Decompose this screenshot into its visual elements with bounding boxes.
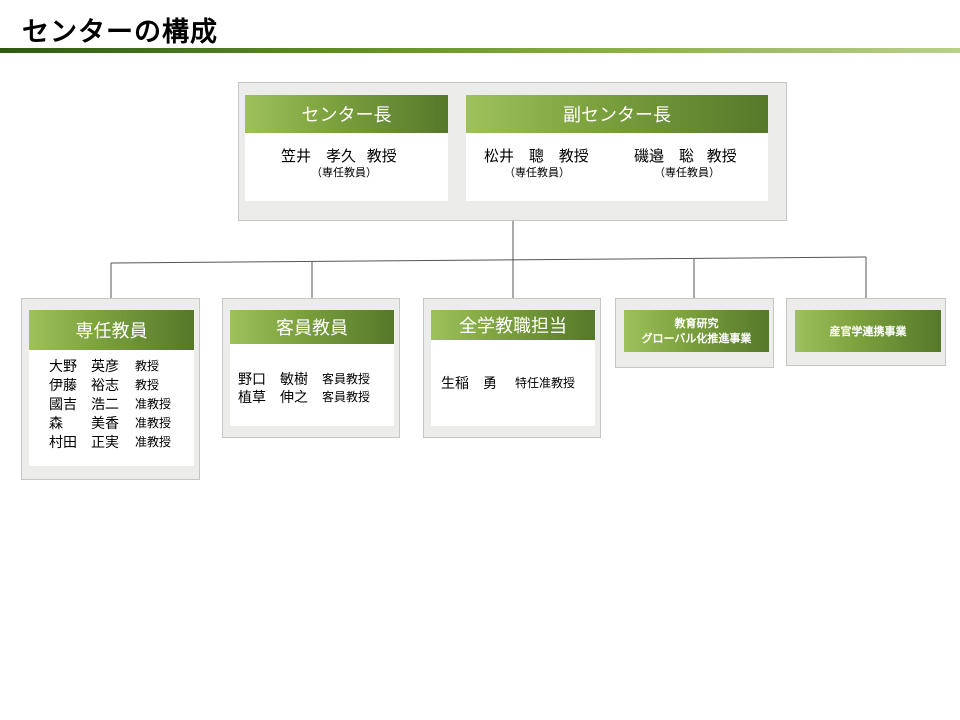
dept-fulltime-members: 大野 英彦教授 伊藤 裕志教授 國吉 浩二准教授 森 美香准教授 村田 正実准教… bbox=[29, 350, 194, 466]
dept-industry-collaboration-header: 産官学連携事業 bbox=[795, 310, 941, 352]
dept-teacher-education-header-label: 全学教職担当 bbox=[459, 316, 567, 337]
dept-teacher-education-members: 生稲 勇 特任准教授 bbox=[431, 340, 595, 426]
member-name: 伊藤 裕志 bbox=[49, 378, 119, 394]
dept-global-education-box: 教育研究 グローバル化推進事業 bbox=[615, 298, 774, 368]
dept-teacher-education-header: 全学教職担当 bbox=[431, 310, 595, 340]
dept-industry-collaboration-box: 産官学連携事業 bbox=[786, 298, 946, 366]
dept-visiting-box: 客員教員 野口 敏樹客員教授 植草 伸之客員教授 bbox=[222, 298, 400, 438]
vice-director-1-sub: （専任教員） bbox=[504, 166, 570, 179]
title-underline bbox=[0, 48, 960, 53]
dept-fulltime-header-label: 専任教員 bbox=[75, 321, 148, 342]
member-row: 大野 英彦 教授 bbox=[49, 356, 159, 376]
member-row: 生稲 勇 特任准教授 bbox=[441, 373, 575, 393]
director-header: センター長 bbox=[245, 95, 448, 133]
member-name: 大野 英彦 bbox=[49, 359, 119, 375]
member-row: 伊藤 裕志 教授 bbox=[49, 375, 159, 395]
member-title: 客員教授 bbox=[322, 390, 371, 404]
director-role: 教授 bbox=[366, 147, 397, 165]
vice-director-2-name: 磯邉 聡 bbox=[634, 147, 695, 165]
vice-director-2-role: 教授 bbox=[706, 147, 737, 165]
vice-director-1-name-line: 松井 聰 教授 bbox=[484, 145, 589, 166]
dept-fulltime-header: 専任教員 bbox=[29, 310, 194, 350]
member-name: 生稲 勇 bbox=[441, 376, 497, 392]
member-name: 森 美香 bbox=[49, 416, 119, 432]
director-name-line: 笠井 孝久 教授 bbox=[281, 145, 397, 166]
vice-director-2-name-line: 磯邉 聡 教授 bbox=[634, 145, 737, 166]
member-row: 村田 正実 准教授 bbox=[49, 432, 171, 452]
vice-director-1-name: 松井 聰 bbox=[484, 147, 545, 165]
member-title: 客員教授 bbox=[322, 372, 371, 386]
dept-visiting-members: 野口 敏樹客員教授 植草 伸之客員教授 bbox=[230, 344, 394, 426]
vice-director-header-label: 副センター長 bbox=[563, 105, 671, 126]
member-name: 國吉 浩二 bbox=[49, 397, 119, 413]
member-name: 村田 正実 bbox=[49, 435, 119, 451]
member-title: 准教授 bbox=[135, 416, 172, 430]
page-title: センターの構成 bbox=[22, 17, 218, 48]
director-name: 笠井 孝久 bbox=[281, 147, 357, 165]
dept-industry-collaboration-header-label: 産官学連携事業 bbox=[829, 325, 907, 338]
dept-teacher-education-box: 全学教職担当 生稲 勇 特任准教授 bbox=[423, 298, 601, 438]
member-title: 准教授 bbox=[135, 435, 172, 449]
dept-global-education-header-line-2: グローバル化推進事業 bbox=[641, 332, 752, 345]
director-sub: （専任教員） bbox=[311, 166, 377, 179]
member-title: 特任准教授 bbox=[515, 376, 576, 390]
member-title: 教授 bbox=[135, 359, 160, 373]
dept-visiting-header-label: 客員教員 bbox=[276, 318, 348, 339]
director-header-label: センター長 bbox=[301, 105, 392, 126]
vice-director-1-role: 教授 bbox=[558, 147, 589, 165]
vice-director-header: 副センター長 bbox=[466, 95, 768, 133]
dept-global-education-header-line-1: 教育研究 bbox=[674, 317, 719, 330]
member-name: 植草 伸之 bbox=[238, 390, 308, 406]
member-row: 野口 敏樹客員教授 bbox=[238, 369, 370, 389]
member-title: 准教授 bbox=[135, 397, 172, 411]
member-row: 國吉 浩二 准教授 bbox=[49, 394, 171, 414]
dept-global-education-header: 教育研究 グローバル化推進事業 bbox=[624, 310, 769, 352]
director-panel: 笠井 孝久 教授 （専任教員） bbox=[245, 133, 448, 201]
leadership-box: センター長 笠井 孝久 教授 （専任教員） 副センター長 松井 聰 教授 （専任… bbox=[238, 82, 787, 221]
dept-visiting-header: 客員教員 bbox=[230, 310, 394, 344]
dept-fulltime-box: 専任教員 大野 英彦教授 伊藤 裕志教授 國吉 浩二准教授 森 美香准教授 村田… bbox=[21, 298, 200, 480]
vice-director-2-sub: （専任教員） bbox=[654, 166, 720, 179]
member-title: 教授 bbox=[135, 378, 160, 392]
member-row: 植草 伸之客員教授 bbox=[238, 387, 370, 407]
connector-bus bbox=[110, 256, 867, 264]
member-name: 野口 敏樹 bbox=[238, 372, 308, 388]
member-row: 森 美香 准教授 bbox=[49, 413, 171, 433]
vice-director-panel: 松井 聰 教授 （専任教員） 磯邉 聡 教授 （専任教員） bbox=[466, 133, 768, 201]
